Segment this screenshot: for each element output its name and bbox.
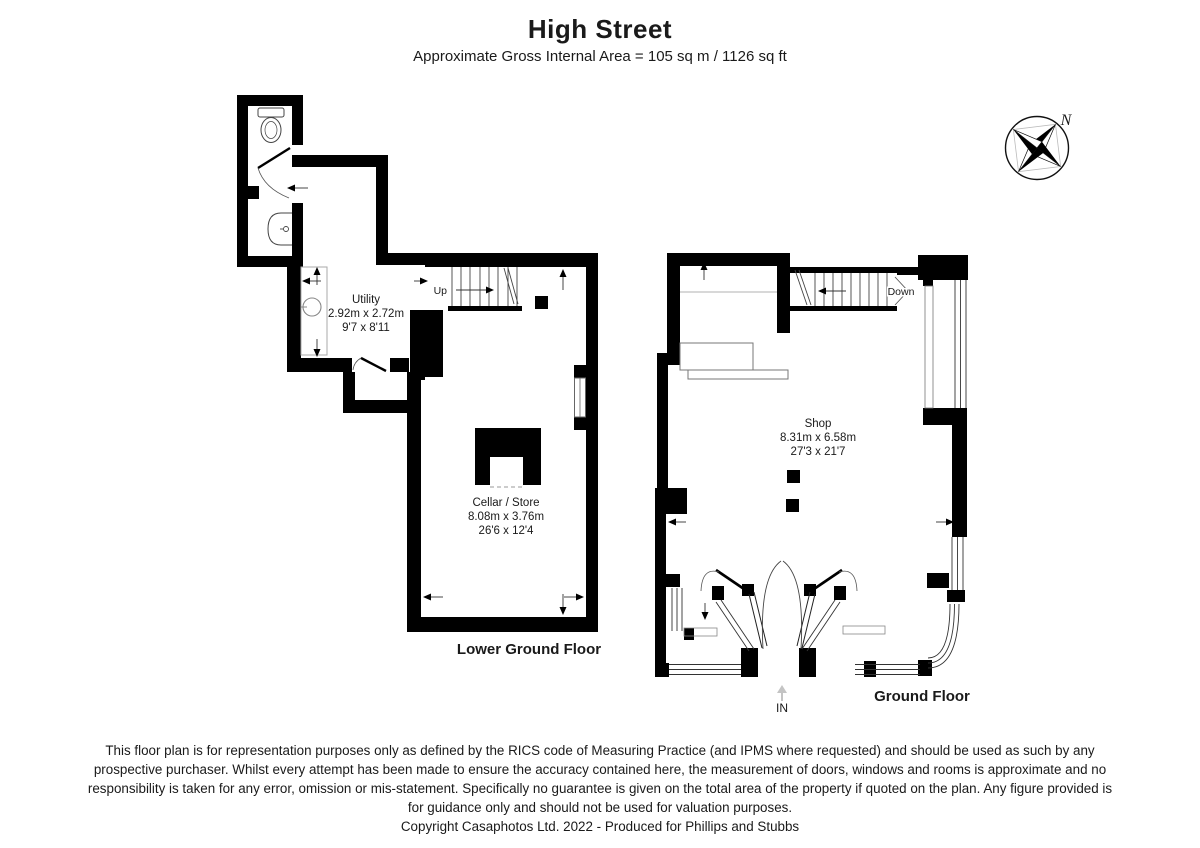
header: High Street Approximate Gross Internal A… — [0, 14, 1200, 65]
shop-label-group: Shop 8.31m x 6.58m 27'3 x 21'7 — [780, 418, 856, 458]
curved-corner-window — [927, 603, 960, 669]
room-dims-metric: 8.08m x 3.76m — [468, 511, 544, 523]
lower-ground-floor-plan: Up — [237, 95, 601, 658]
gf-staircase — [794, 269, 888, 306]
ground-floor-plan: Down — [655, 253, 970, 715]
shop-counter — [679, 291, 789, 380]
entrance-label: IN — [776, 701, 788, 715]
lgf-stairs-direction-arrow — [456, 286, 494, 294]
disclaimer-text: This floor plan is for representation pu… — [87, 743, 1113, 815]
gf-walls — [655, 253, 968, 677]
shop-pillar — [786, 499, 799, 512]
lgf-staircase — [451, 267, 519, 306]
gf-stairs-direction-arrow — [818, 287, 846, 295]
room-dims-metric: 2.92m x 2.72m — [328, 308, 404, 320]
shop-pillar — [787, 470, 800, 483]
room-dims-imperial: 26'6 x 12'4 — [479, 525, 535, 537]
page-subtitle: Approximate Gross Internal Area = 105 sq… — [413, 48, 787, 65]
page-title: High Street — [527, 14, 673, 44]
stairs-chevron — [894, 276, 909, 306]
room-dims-imperial: 27'3 x 21'7 — [791, 446, 846, 458]
shopfront-windows — [669, 588, 920, 675]
room-dims-imperial: 9'7 x 8'11 — [342, 322, 390, 334]
footer: This floor plan is for representation pu… — [80, 741, 1120, 836]
wc-door — [257, 146, 291, 199]
sink-icon — [267, 212, 292, 246]
lgf-window — [574, 377, 586, 418]
toilet-icon — [257, 107, 285, 143]
chimney-breast — [475, 428, 541, 485]
lgf-stairs-label: Up — [434, 285, 448, 297]
gf-dimension-arrows — [668, 262, 954, 620]
entrance-doors — [700, 560, 858, 650]
room-name: Shop — [805, 418, 832, 430]
gf-stairs-label: Down — [888, 286, 915, 298]
ground-floor-label: Ground Floor — [874, 688, 970, 705]
cellar-label-group: Cellar / Store 8.08m x 3.76m 26'6 x 12'4 — [468, 497, 544, 537]
utility-label-group: Utility 2.92m x 2.72m 9'7 x 8'11 — [328, 294, 404, 334]
room-dims-metric: 8.31m x 6.58m — [780, 432, 856, 444]
entrance-arrow-icon — [777, 685, 787, 701]
lower-ground-floor-label: Lower Ground Floor — [457, 641, 601, 658]
room-name: Utility — [352, 294, 380, 306]
lgf-dimension-arrows — [287, 184, 584, 615]
copyright-text: Copyright Casaphotos Ltd. 2022 - Produce… — [400, 819, 800, 834]
compass-north-label: N — [1060, 112, 1073, 129]
utility-door — [352, 356, 387, 373]
gf-bay-window — [924, 280, 967, 590]
compass-rose-icon: N — [1004, 112, 1073, 181]
lgf-walls — [237, 95, 598, 632]
room-name: Cellar / Store — [472, 497, 539, 509]
